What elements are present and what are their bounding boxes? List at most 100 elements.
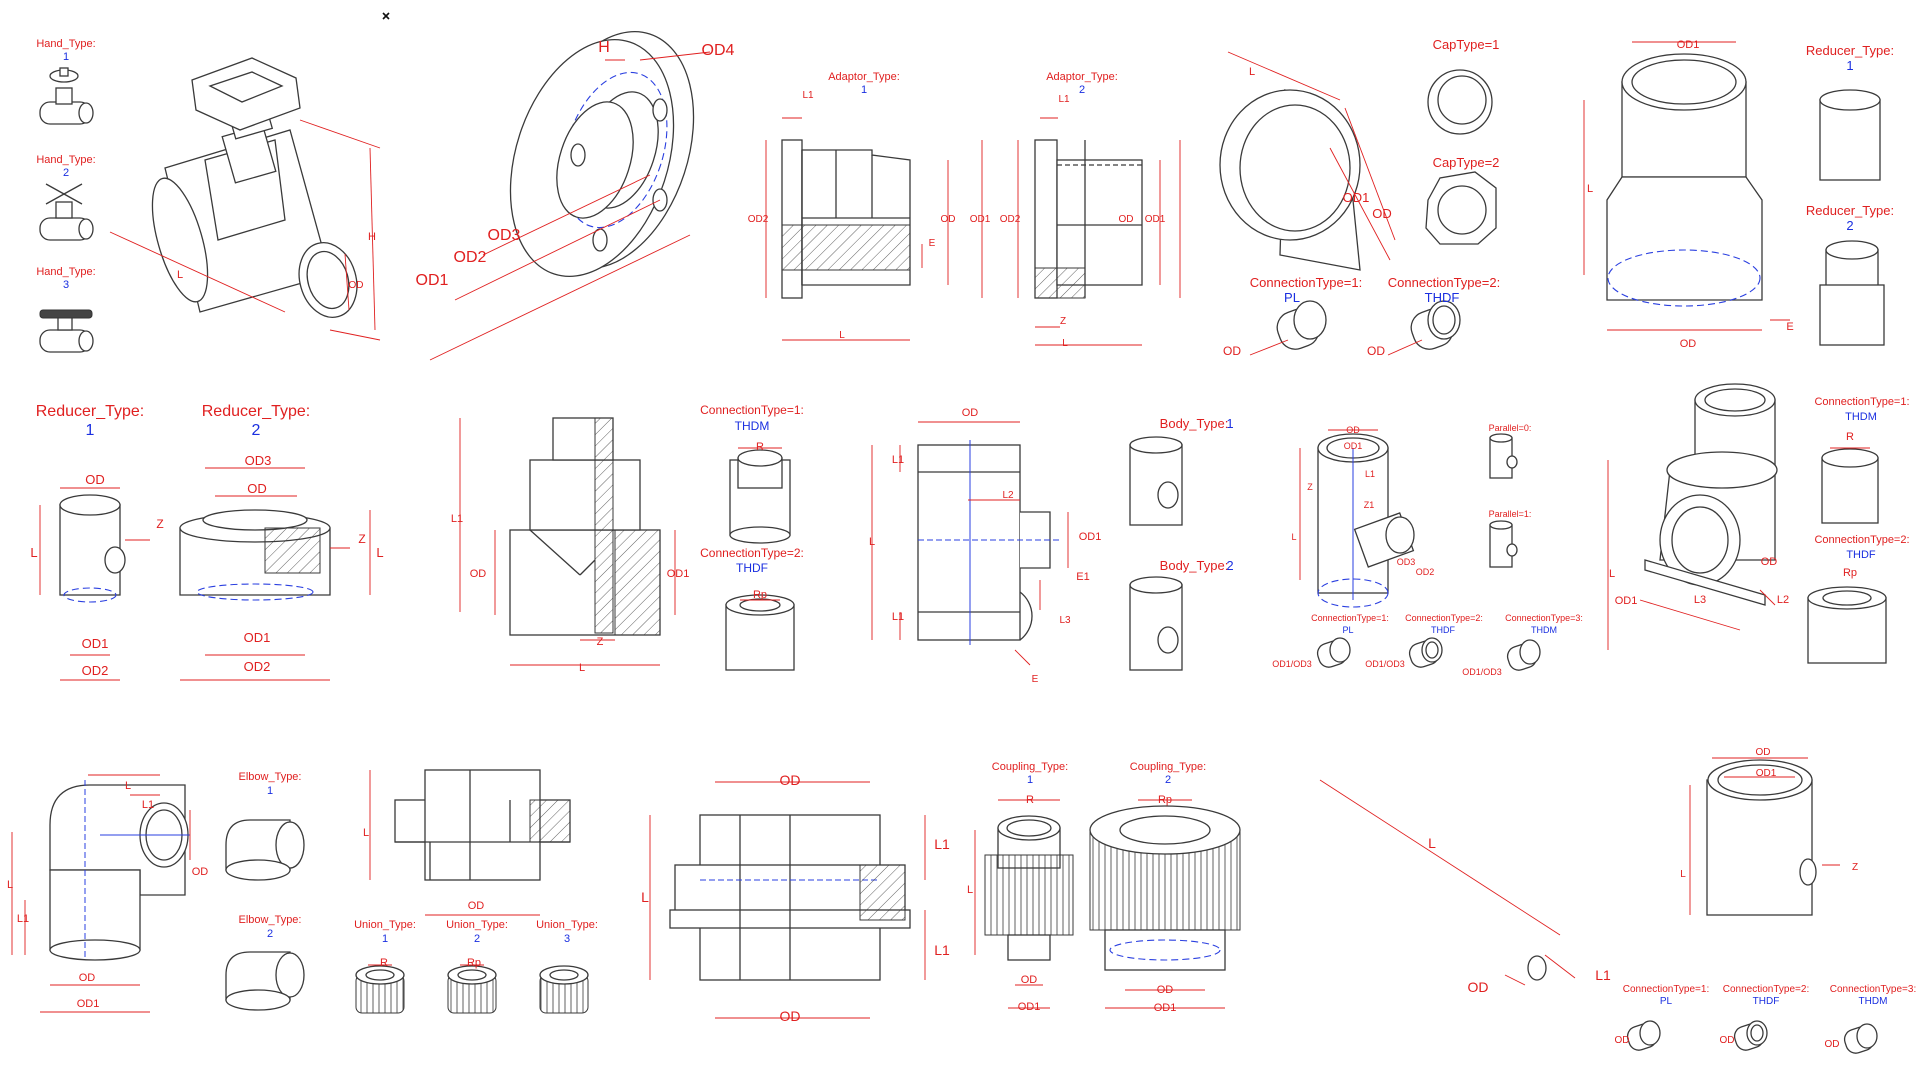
dimension-label: OD — [1223, 344, 1241, 358]
type-value-label: 1 — [1846, 58, 1853, 73]
dimension-label: L1 — [802, 90, 814, 101]
dimension-label: L — [1609, 568, 1615, 580]
elbow-type-2-thumbnail — [225, 951, 305, 1011]
dimension-label: L — [376, 545, 383, 560]
dimension-label: ConnectionType=3: — [1830, 984, 1916, 995]
type-value-label: 1 — [1226, 416, 1233, 431]
dimension-label: L1 — [892, 454, 904, 466]
dimension-label: OD — [1761, 556, 1778, 568]
coupling-type-2 — [1089, 799, 1241, 1009]
dimension-label: OD4 — [702, 42, 735, 59]
connection-thdf-thumbnail-2 — [725, 594, 795, 671]
type-value-label: THDF — [1846, 549, 1876, 561]
dimension-label: OD — [192, 866, 209, 878]
dimension-label: OD2 — [82, 663, 109, 678]
dimension-label: L2 — [1777, 594, 1789, 606]
dimension-label: L — [177, 269, 183, 281]
dimension-label: L — [30, 545, 37, 560]
connection-thdm-thumbnail — [729, 447, 791, 544]
dimension-label: ConnectionType=1: — [1623, 984, 1709, 995]
dimension-label: ConnectionType=2: — [1814, 534, 1909, 546]
dimension-label: Rp — [1843, 567, 1857, 579]
union-type-1-thumbnail — [355, 964, 405, 1014]
dimension-label: Reducer_Type: — [36, 403, 145, 420]
dimension-label: Hand_Type: — [36, 154, 95, 166]
dimension-label: OD — [349, 280, 364, 291]
type-value-label: THDM — [1845, 411, 1877, 423]
connection-thdf-thumbnail — [1387, 300, 1461, 356]
reducer-type-2-thumbnail — [1819, 240, 1885, 346]
tee-conn-thdf-thumbnail — [1408, 637, 1443, 668]
dimension-label: Reducer_Type: — [202, 403, 311, 420]
dimension-label: Z — [597, 636, 604, 648]
dimension-label: L — [125, 780, 131, 792]
tee-conn-pl-thumbnail — [1316, 637, 1351, 668]
type-value-label: 1 — [86, 422, 95, 439]
type-value-label: 1 — [63, 51, 69, 63]
dimension-label: E — [1786, 321, 1793, 333]
dimension-label: OD1 — [82, 636, 109, 651]
dimension-label: ConnectionType=3: — [1505, 613, 1583, 623]
dimension-label: OD — [1119, 214, 1134, 225]
dimension-label: L — [869, 536, 875, 548]
type-value-label: 3 — [63, 279, 69, 291]
union-section — [369, 769, 571, 916]
dimension-label: OD — [1367, 344, 1385, 358]
dimension-label: Z — [358, 532, 365, 546]
dimension-label: OD2 — [1000, 214, 1021, 225]
close-icon[interactable] — [382, 12, 390, 20]
parallel-0-thumbnail — [1489, 433, 1518, 479]
dimension-label: ConnectionType=1: — [1311, 613, 1389, 623]
dimension-label: OD — [79, 972, 96, 984]
dimension-label: OD1 — [1154, 1002, 1177, 1014]
dimension-label: OD1 — [1615, 595, 1638, 607]
bent-pipe-isometric — [1315, 779, 1576, 986]
dimension-label: R — [1846, 431, 1854, 443]
dimension-label: OD1 — [77, 998, 100, 1010]
dimension-label: L1 — [1595, 967, 1611, 983]
dimension-label: Body_Type: — [1160, 558, 1229, 573]
tee-body-section — [871, 421, 1069, 666]
dimension-label: OD — [1021, 974, 1038, 986]
hand-type-3-thumbnail — [39, 309, 94, 353]
dimension-label: H — [598, 39, 610, 56]
connection-pl-thumbnail — [1249, 300, 1327, 356]
dimension-label: Union_Type: — [446, 919, 508, 931]
type-value-label: 1 — [267, 785, 273, 797]
adaptor-type-2-section — [1017, 117, 1181, 346]
dimension-label: L — [1249, 66, 1255, 78]
elbow-isometric — [11, 774, 191, 1013]
dimension-label: L1 — [1365, 469, 1375, 479]
hand-type-2-thumbnail — [39, 183, 94, 241]
dimension-label: ConnectionType=2: — [700, 546, 804, 560]
type-value-label: PL — [1284, 290, 1300, 305]
dimension-label: L1 — [451, 513, 463, 525]
dimension-label: L — [363, 827, 369, 839]
dimension-label: CapType=1 — [1433, 37, 1500, 52]
reducer-type-2-section — [179, 467, 371, 681]
dimension-label: Z — [1307, 482, 1313, 492]
dimension-label: Rp — [753, 589, 767, 601]
dimension-label: H — [368, 231, 376, 243]
dimension-label: OD — [1372, 206, 1392, 221]
dimension-label: Z — [1852, 862, 1858, 873]
dimension-label: L — [967, 884, 973, 896]
dimension-label: Hand_Type: — [36, 38, 95, 50]
dimension-label: Body_Type: — [1160, 416, 1229, 431]
type-value-label: 2 — [1079, 84, 1085, 96]
valve-isometric — [109, 57, 381, 341]
dimension-label: OD — [1346, 425, 1360, 435]
dimension-label: OD3 — [245, 453, 272, 468]
wall-elbow-isometric — [1607, 383, 1778, 650]
dimension-label: OD1 — [1344, 441, 1363, 451]
type-value-label: THDF — [736, 561, 768, 575]
saddle-conn-thdm-thumbnail — [1843, 1023, 1878, 1054]
type-value-label: 2 — [1226, 558, 1233, 573]
type-value-label: 2 — [63, 167, 69, 179]
dimension-label: OD1 — [1756, 768, 1777, 779]
type-value-label: 2 — [1165, 774, 1171, 786]
dimension-label: OD1 — [1343, 190, 1370, 205]
tee-isometric — [1299, 429, 1415, 608]
dimension-label: L1 — [142, 799, 154, 811]
dimension-label: OD — [1756, 747, 1771, 758]
